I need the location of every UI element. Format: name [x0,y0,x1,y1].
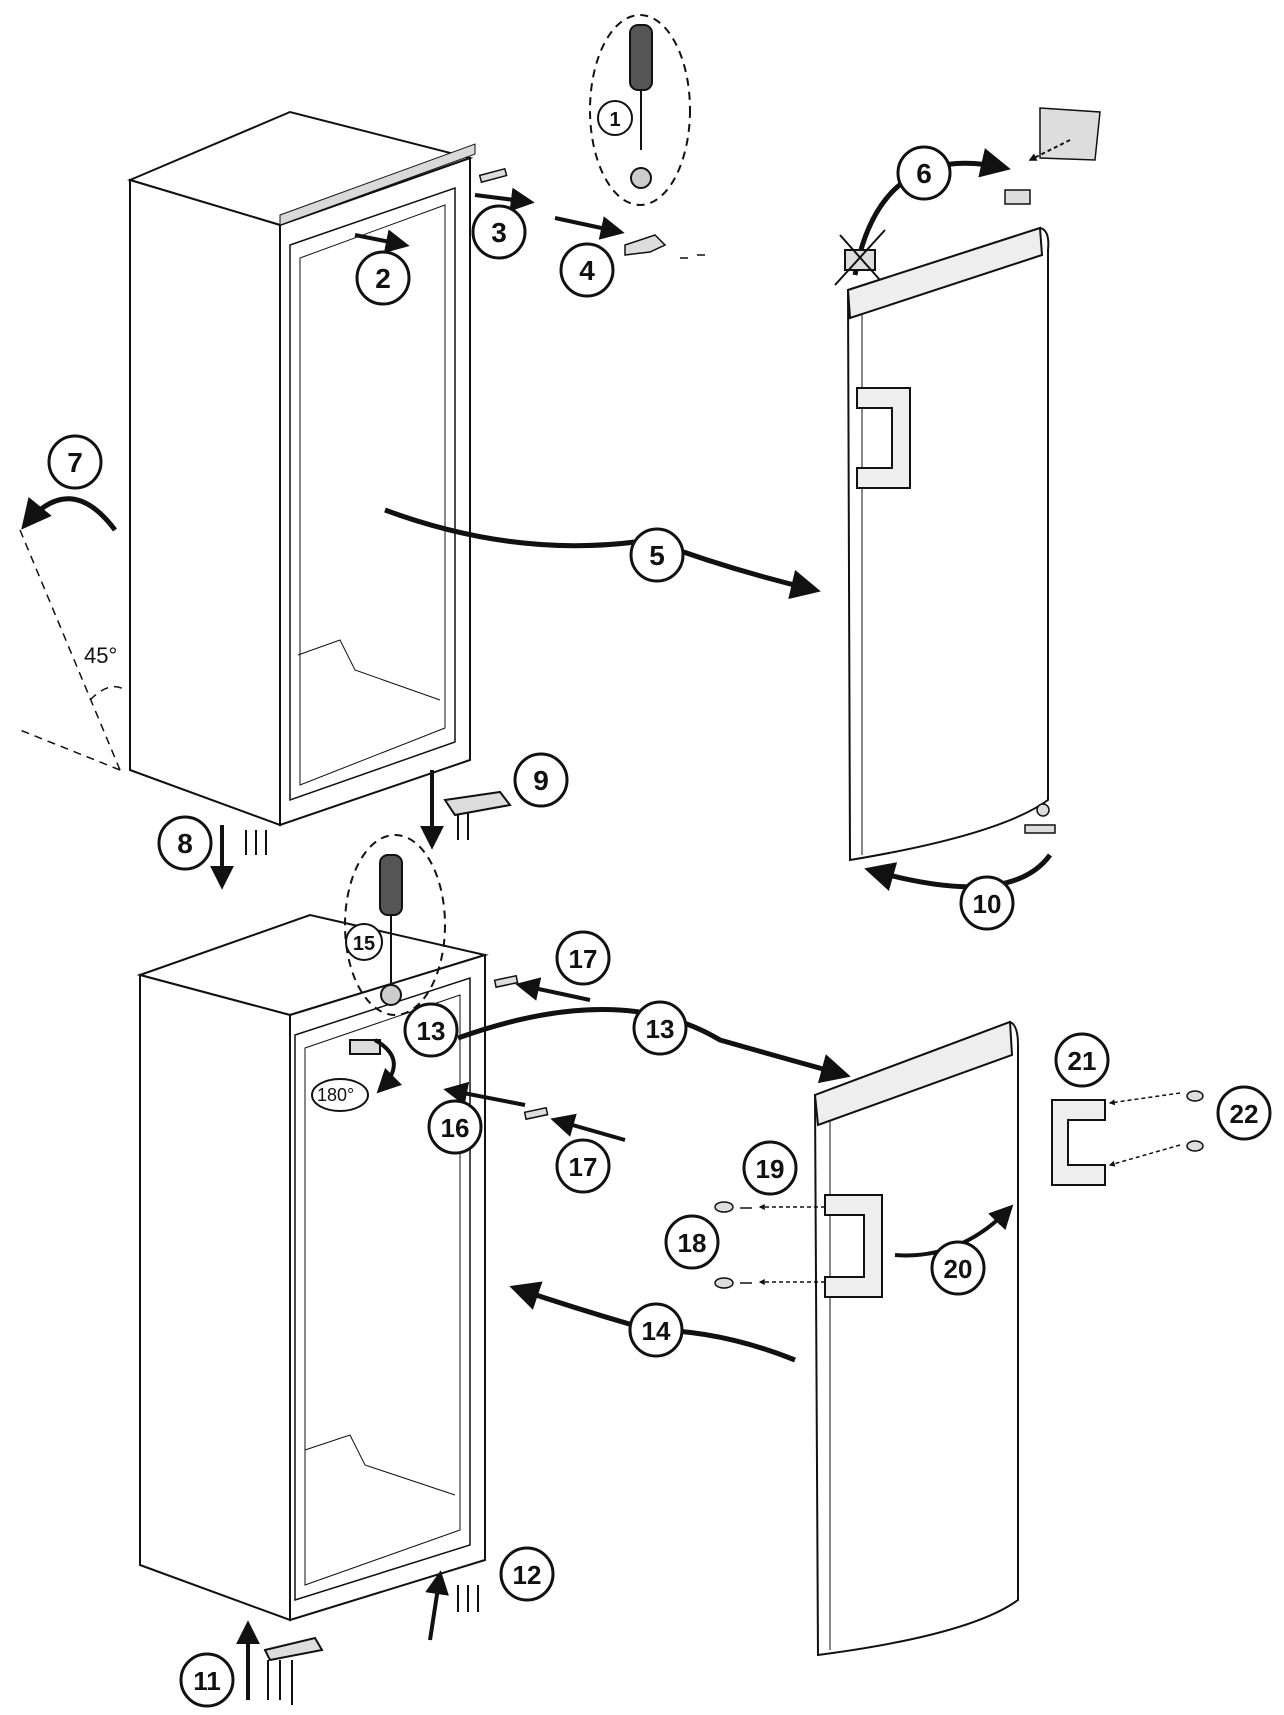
svg-text:10: 10 [973,889,1002,919]
svg-text:21: 21 [1068,1046,1097,1076]
step-7: 7 [47,434,103,490]
step-15: 15 [345,923,383,961]
arrow-step-2 [354,229,410,254]
svg-text:6: 6 [916,158,932,189]
step-3: 3 [471,204,527,260]
top-door [846,226,1050,862]
step-4: 4 [559,242,615,298]
svg-text:11: 11 [193,1666,221,1696]
tilt-angle-label: 45° [84,643,117,668]
bottom-hinge-parts-right [443,790,512,840]
arrow-step-10 [864,853,1053,892]
loose-handle-screws [1186,1090,1204,1152]
step-9: 9 [513,752,569,808]
arrow-step-13 [457,1007,851,1084]
rotate-180-badge [311,1078,369,1112]
dotted-guide-22a [1108,1092,1181,1106]
step-18: 18 [664,1214,720,1270]
hinge-plugs [493,974,549,1121]
svg-text:15: 15 [353,933,375,955]
step-16: 16 [427,1099,483,1155]
rotate-180-arrow [373,1038,403,1094]
svg-text:8: 8 [177,828,193,859]
arrow-to-bag [1028,139,1071,161]
arrow-step-17b [550,1113,626,1142]
svg-text:18: 18 [678,1228,707,1258]
top-cabinet [127,110,476,827]
step-5: 5 [629,527,685,583]
step-1: 1 [597,100,633,136]
arrow-step-12 [425,1570,449,1641]
svg-text:13: 13 [417,1016,446,1046]
step-13-left: 13 [403,1002,459,1058]
foot-screws-left [245,830,267,855]
dotted-guide-22b [1108,1144,1181,1167]
step-6: 6 [896,145,952,201]
screwdriver-icon-2 [344,834,446,1016]
step-10: 10 [959,875,1015,931]
svg-text:13: 13 [646,1014,675,1044]
screwdriver-icon [589,14,691,206]
tilt-guide [19,529,126,771]
svg-text:20: 20 [944,1254,973,1284]
svg-text:3: 3 [491,217,507,248]
hinge-cover-part [1004,189,1031,205]
svg-text:17: 17 [569,944,598,974]
bottom-door-parts [1024,803,1056,834]
step-20: 20 [930,1240,986,1296]
svg-text:1: 1 [609,109,620,131]
tip-back-arrow [21,496,117,532]
step-14: 14 [628,1302,684,1358]
step-12: 12 [499,1546,555,1602]
svg-text:16: 16 [441,1113,470,1143]
loose-handle [1051,1099,1106,1186]
svg-text:14: 14 [642,1316,671,1346]
arrow-step-4 [554,216,625,240]
svg-text:17: 17 [569,1152,598,1182]
svg-text:7: 7 [67,447,83,478]
step-8: 8 [157,815,213,871]
step-2: 2 [355,250,411,306]
arrow-step-16 [443,1081,526,1107]
svg-text:19: 19 [756,1154,785,1184]
svg-text:9: 9 [533,765,549,796]
arrow-step-17a [515,977,591,1002]
crossed-out-cover-icon [834,229,886,286]
top-hinge-parts [478,167,705,259]
step-17-bottom: 17 [555,1138,611,1194]
step-11: 11 [179,1652,235,1708]
handle-screws [714,1201,752,1289]
step-21: 21 [1054,1032,1110,1088]
step-13-right: 13 [632,1000,688,1056]
svg-text:22: 22 [1230,1099,1259,1129]
bottom-door [813,1020,1019,1657]
arrow-step-3 [474,187,535,212]
hinge-rotate-icon [349,1039,381,1055]
bottom-hinge-parts [263,1585,479,1705]
svg-text:5: 5 [649,540,665,571]
rotate-180-label: 180° [317,1085,354,1105]
step-19: 19 [742,1140,798,1196]
svg-text:12: 12 [513,1560,542,1590]
step-22: 22 [1216,1085,1272,1141]
svg-text:4: 4 [579,255,595,286]
svg-text:2: 2 [375,263,391,294]
step-17-top: 17 [555,930,611,986]
plastic-bag-icon [1039,107,1101,161]
